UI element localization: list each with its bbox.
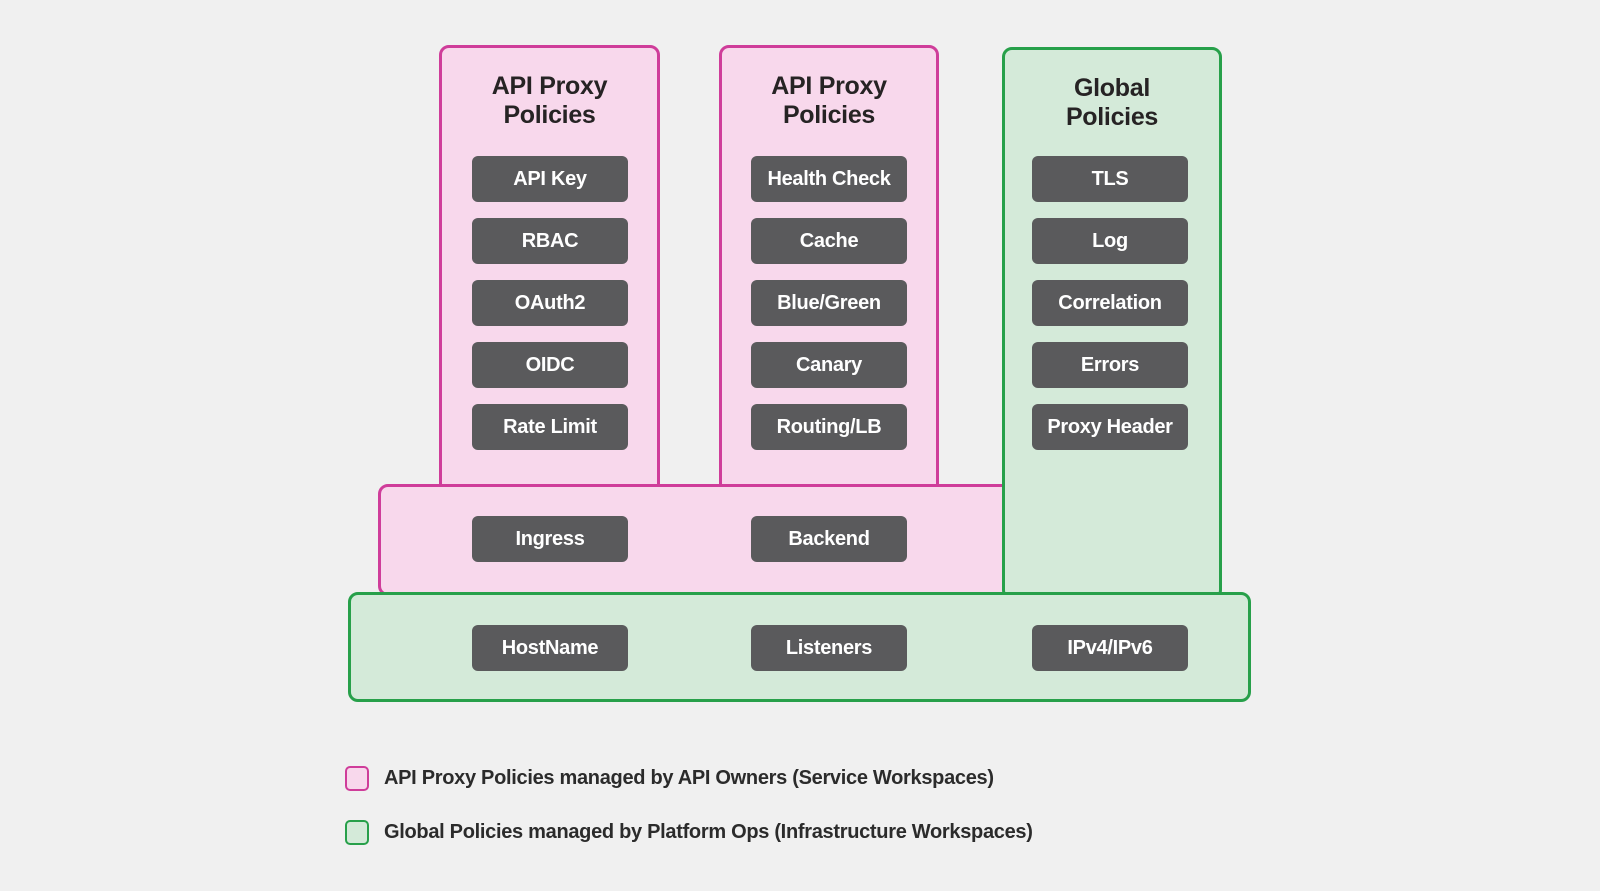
legend-row-global: Global Policies managed by Platform Ops … [345,819,1033,846]
chip-rate-limit: Rate Limit [472,404,628,450]
chip-canary: Canary [751,342,907,388]
chip-proxy-header: Proxy Header [1032,404,1188,450]
title-line: Policies [1065,103,1159,131]
panel-title-api-proxy-1: API Proxy Policies [439,72,660,130]
legend-label-global: Global Policies managed by Platform Ops … [384,821,1033,843]
chip-listeners: Listeners [751,625,907,671]
chip-blue-green: Blue/Green [751,280,907,326]
chip-hostname: HostName [472,625,628,671]
legend-swatch-pink [345,766,369,791]
chip-tls: TLS [1032,156,1188,202]
chip-oauth2: OAuth2 [472,280,628,326]
chip-cache: Cache [751,218,907,264]
title-line: API Proxy [491,72,608,100]
chip-correlation: Correlation [1032,280,1188,326]
title-line: API Proxy [771,72,887,100]
panel-title-global: Global Policies [1002,74,1222,132]
chip-errors: Errors [1032,342,1188,388]
chip-backend: Backend [751,516,907,562]
chip-log: Log [1032,218,1188,264]
title-line: Policies [782,101,876,129]
panel-title-api-proxy-2: API Proxy Policies [719,72,939,130]
chip-ipv4-ipv6: IPv4/IPv6 [1032,625,1188,671]
chip-routing-lb: Routing/LB [751,404,907,450]
chip-rbac: RBAC [472,218,628,264]
chip-api-key: API Key [472,156,628,202]
legend-label-api-proxy: API Proxy Policies managed by API Owners… [384,767,994,789]
title-line: Global [1074,74,1150,102]
chip-oidc: OIDC [472,342,628,388]
title-line: Policies [503,101,596,129]
chip-ingress: Ingress [472,516,628,562]
chip-health-check: Health Check [751,156,907,202]
legend-swatch-green [345,820,369,845]
legend-row-api-proxy: API Proxy Policies managed by API Owners… [345,765,994,792]
